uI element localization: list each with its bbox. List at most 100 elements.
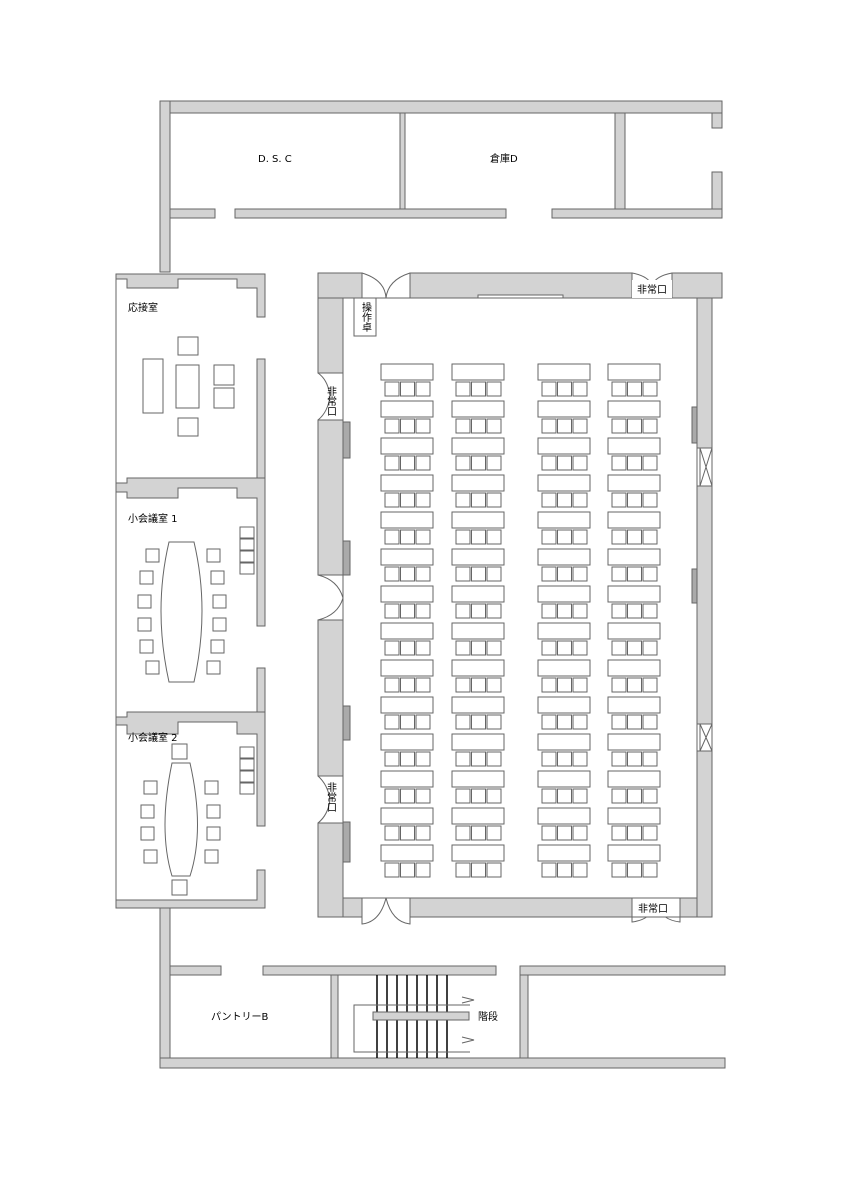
- chair: [642, 677, 658, 693]
- chair: [572, 529, 588, 545]
- desk: [451, 733, 505, 751]
- chair: [557, 418, 572, 434]
- desk: [607, 474, 661, 492]
- chair: [471, 751, 486, 767]
- desk: [607, 400, 661, 418]
- chair: [455, 751, 471, 767]
- desk: [380, 770, 434, 788]
- emergency-exit-top[interactable]: [632, 280, 672, 298]
- chair: [627, 714, 642, 730]
- chair: [572, 677, 588, 693]
- chair: [415, 751, 431, 767]
- chair: [384, 418, 400, 434]
- chair: [486, 640, 502, 656]
- chair: [384, 677, 400, 693]
- chair: [486, 492, 502, 508]
- chair: [486, 677, 502, 693]
- desk: [451, 770, 505, 788]
- chair: [642, 714, 658, 730]
- chair: [415, 862, 431, 878]
- desk: [380, 511, 434, 529]
- chair: [627, 825, 642, 841]
- chair: [400, 492, 415, 508]
- chair: [611, 492, 627, 508]
- chair: [627, 455, 642, 471]
- chair: [139, 570, 154, 585]
- chair: [212, 617, 227, 632]
- room-label-storage-d: 倉庫D: [490, 152, 518, 165]
- chair: [206, 548, 221, 563]
- chair: [400, 381, 415, 397]
- chair: [455, 640, 471, 656]
- desk: [537, 807, 591, 825]
- hall-desks: [380, 363, 661, 878]
- room-label-dsc: D. S. C: [258, 154, 292, 165]
- chair: [455, 492, 471, 508]
- desk: [451, 659, 505, 677]
- chair: [541, 677, 557, 693]
- chair: [384, 788, 400, 804]
- chair: [627, 381, 642, 397]
- chair: [145, 660, 160, 675]
- window-x-marks: [699, 447, 713, 752]
- chair: [206, 804, 221, 819]
- chair: [627, 566, 642, 582]
- desk: [380, 400, 434, 418]
- chair: [611, 603, 627, 619]
- chair: [541, 751, 557, 767]
- desk: [380, 659, 434, 677]
- chair: [611, 862, 627, 878]
- chair: [486, 418, 502, 434]
- staircase: [353, 975, 475, 1058]
- chair: [541, 566, 557, 582]
- desk: [380, 363, 434, 381]
- chair: [400, 529, 415, 545]
- chair: [471, 640, 486, 656]
- desk: [537, 585, 591, 603]
- emergency-exit-label: 非常口: [638, 902, 668, 915]
- chair: [627, 751, 642, 767]
- chair: [486, 381, 502, 397]
- desk: [380, 474, 434, 492]
- chair: [642, 566, 658, 582]
- room-label-stairs: 階段: [478, 1010, 498, 1023]
- chair: [400, 603, 415, 619]
- chair: [541, 529, 557, 545]
- chair: [204, 780, 219, 795]
- chair: [471, 381, 486, 397]
- chair: [471, 492, 486, 508]
- desk: [451, 844, 505, 862]
- chair: [400, 788, 415, 804]
- chair: [611, 381, 627, 397]
- chair: [642, 418, 658, 434]
- chair: [486, 825, 502, 841]
- chair: [642, 381, 658, 397]
- chair: [455, 418, 471, 434]
- chair: [611, 677, 627, 693]
- chair: [642, 492, 658, 508]
- chair: [572, 455, 588, 471]
- desk: [607, 363, 661, 381]
- console-desk: [353, 297, 377, 337]
- chair: [400, 566, 415, 582]
- chair: [557, 529, 572, 545]
- chair: [627, 492, 642, 508]
- chair: [139, 639, 154, 654]
- chair: [455, 381, 471, 397]
- desk: [607, 844, 661, 862]
- emergency-exit-label: 非常口: [637, 283, 667, 296]
- desk: [607, 622, 661, 640]
- chair: [642, 862, 658, 878]
- chair: [455, 603, 471, 619]
- hall-walls: [317, 272, 723, 918]
- chair: [541, 714, 557, 730]
- desk: [537, 844, 591, 862]
- chair: [611, 566, 627, 582]
- desk: [607, 511, 661, 529]
- emergency-exit-bottom[interactable]: [631, 897, 681, 918]
- desk: [537, 733, 591, 751]
- desk: [380, 696, 434, 714]
- chair: [140, 804, 155, 819]
- chair: [471, 862, 486, 878]
- desk: [451, 622, 505, 640]
